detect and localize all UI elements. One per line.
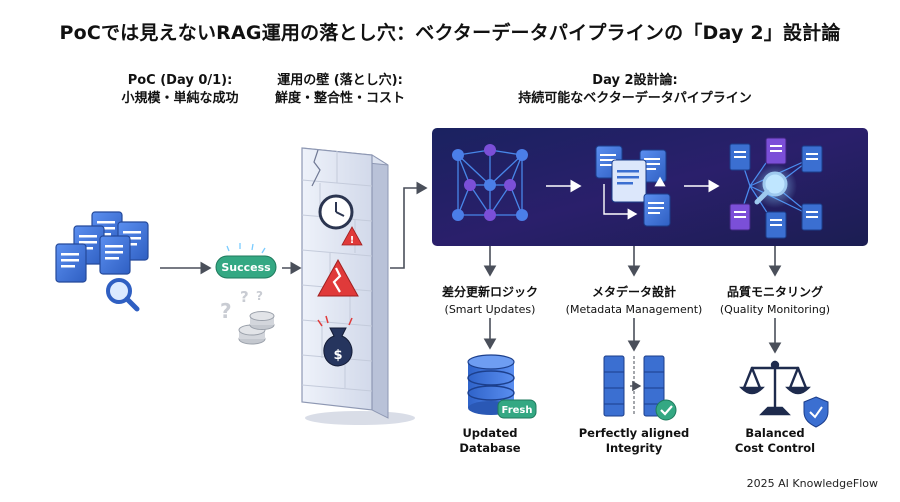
money-bag-symbol: $ (333, 348, 342, 363)
result-updated-database-line1: Updated (462, 426, 518, 440)
question-mark-icon: ? ? ? (220, 288, 263, 323)
day2-heading-line2: 持続可能なベクターデータパイプライン (518, 91, 752, 106)
result-integrity-line1: Perfectly aligned (578, 426, 690, 440)
result-updated-database: Updated Database (430, 426, 550, 456)
wall-heading-line2: 鮮度・整合性・コスト (274, 91, 405, 106)
svg-text:!: ! (350, 235, 355, 246)
check-icon (655, 399, 677, 421)
page-title: PoCでは見えないRAG運用の落とし穴：ベクターデータパイプラインの「Day 2… (59, 22, 841, 44)
result-cost-control-line1: Balanced (745, 426, 805, 440)
aligned-columns-icon (603, 355, 665, 417)
poc-heading: PoC (Day 0/1): 小規模・単純な成功 (90, 72, 270, 108)
clock-icon (318, 194, 354, 230)
pillar-smart-updates-ja: 差分更新ロジック (441, 285, 538, 299)
document-stack-icon (55, 211, 149, 283)
arrow-wall-to-pipeline (390, 181, 428, 269)
pillar-metadata: メタデータ設計 (Metadata Management) (554, 284, 714, 318)
magnifier-icon (106, 278, 140, 312)
pillar-smart-updates-en: (Smart Updates) (444, 303, 536, 316)
warning-icon (317, 258, 359, 297)
money-bag-icon: $ (317, 315, 353, 367)
success-badge: Success (215, 243, 277, 279)
day2-heading-line1: Day 2設計論: (592, 73, 678, 88)
network-icon (452, 144, 528, 221)
result-integrity: Perfectly aligned Integrity (564, 426, 704, 456)
pillar-metadata-ja: メタデータ設計 (591, 285, 676, 299)
balance-scale-icon (739, 360, 811, 416)
poc-heading-line1: PoC (Day 0/1): (127, 73, 233, 88)
wall-heading-line1: 運用の壁 (落とし穴): (277, 73, 403, 88)
pillar-quality: 品質モニタリング (Quality Monitoring) (700, 284, 850, 318)
result-cost-control-line2: Cost Control (734, 441, 816, 455)
wall-heading: 運用の壁 (落とし穴): 鮮度・整合性・コスト (250, 72, 430, 108)
pillar-quality-ja: 品質モニタリング (726, 285, 823, 299)
svg-text:?: ? (220, 299, 232, 323)
document-sync-icon (595, 145, 671, 227)
search-docs-icon (729, 137, 823, 239)
svg-text:?: ? (240, 288, 249, 306)
fresh-badge-label: Fresh (502, 405, 533, 416)
footer-credit: 2025 AI KnowledgeFlow (746, 477, 878, 490)
fresh-badge: Fresh (497, 399, 537, 419)
wall (301, 147, 415, 425)
success-badge-label: Success (221, 261, 271, 274)
result-cost-control: Balanced Cost Control (715, 426, 835, 456)
svg-text:?: ? (256, 289, 263, 303)
coins-icon (238, 311, 275, 345)
poc-heading-line2: 小規模・単純な成功 (121, 91, 239, 106)
pillar-quality-en: (Quality Monitoring) (719, 303, 831, 316)
pipeline-panel (432, 128, 868, 246)
clock-warning-icon: ! (341, 226, 363, 246)
result-integrity-line2: Integrity (605, 441, 663, 455)
day2-heading: Day 2設計論: 持続可能なベクターデータパイプライン (470, 72, 800, 108)
pillar-smart-updates: 差分更新ロジック (Smart Updates) (420, 284, 560, 318)
pillar-metadata-en: (Metadata Management) (565, 303, 703, 316)
result-updated-database-line2: Database (459, 441, 521, 455)
shield-check-icon (803, 396, 829, 428)
